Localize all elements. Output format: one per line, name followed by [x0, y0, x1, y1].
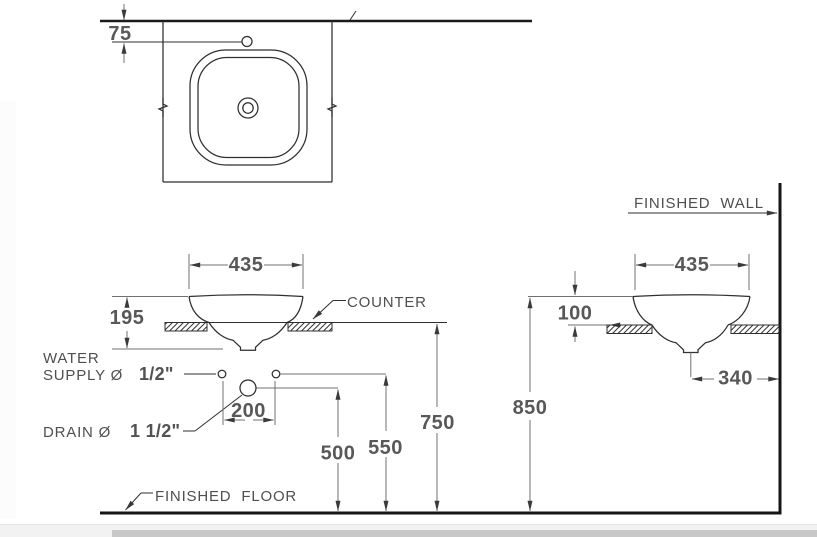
canvas-edge [0, 101, 16, 519]
basin-side [632, 294, 751, 354]
wall-tick-icon [349, 10, 357, 21]
basin-front [188, 294, 304, 351]
finished-floor-label: FINISHED FLOOR [155, 488, 297, 505]
dim-rim-height: 850 [513, 296, 633, 512]
counter-label: COUNTER [347, 294, 427, 311]
dim-750-label: 750 [420, 412, 455, 434]
drain-size-label: 1 1/2" [130, 421, 180, 441]
counter-section-hatch [730, 324, 780, 334]
water-supply-label-line2: SUPPLY Ø [43, 367, 123, 384]
finished-floor-callout: FINISHED FLOOR [125, 488, 297, 511]
dim-faucet-offset: 75 [108, 4, 242, 63]
faucet-hole-icon [241, 35, 253, 48]
drain-label-text: DRAIN Ø [43, 424, 111, 441]
water-supply-label-line1: WATER [43, 350, 100, 367]
drain-point-icon [239, 379, 257, 397]
dim-435-side-label: 435 [675, 254, 710, 276]
horizontal-scrollbar[interactable] [0, 524, 817, 537]
drain-hole-icon [237, 97, 259, 119]
counter-outline-plan [157, 21, 338, 183]
front-view: 435 COUNTER 195 [43, 254, 455, 512]
counter-callout: COUNTER [312, 294, 427, 320]
rough-in-points [183, 369, 386, 432]
floor: FINISHED FLOOR [100, 488, 782, 515]
counter-section-hatch [606, 324, 653, 334]
basin-plan [189, 49, 308, 166]
dim-340-label: 340 [718, 368, 753, 390]
counter-section-hatch [164, 322, 208, 332]
break-mark-icon [157, 98, 169, 117]
dim-supply-spacing: 200 [222, 381, 276, 425]
side-view: FINISHED WALL 435 [513, 183, 782, 515]
dim-195-label: 195 [110, 307, 145, 329]
water-supply-point-icon [271, 369, 281, 379]
finished-wall-callout: FINISHED WALL [628, 195, 778, 216]
dim-rim-above-counter: 100 [558, 271, 593, 342]
dim-75-label: 75 [108, 23, 131, 45]
dim-100-label: 100 [558, 303, 593, 325]
dim-side-width: 435 [634, 254, 750, 290]
dim-435-front-label: 435 [229, 254, 264, 276]
scrollbar-thumb[interactable] [112, 530, 817, 537]
dim-500-label: 500 [321, 443, 356, 465]
dim-counter-height: 750 [420, 323, 455, 512]
drain-label: DRAIN Ø 1 1/2" [43, 421, 180, 441]
water-supply-label: WATER SUPPLY Ø 1/2" [43, 350, 174, 384]
dim-supply-height: 550 [368, 375, 403, 512]
break-mark-icon [326, 98, 338, 117]
dim-drain-height: 500 [321, 389, 356, 512]
drain-hole-icon [242, 102, 254, 114]
finished-wall-label: FINISHED WALL [634, 195, 764, 212]
counter-section-hatch [287, 322, 333, 332]
dim-drain-to-wall: 340 [690, 352, 779, 390]
water-supply-point-icon [217, 369, 227, 379]
top-view: 75 [100, 4, 532, 183]
dim-850-label: 850 [513, 397, 548, 419]
dim-550-label: 550 [368, 437, 403, 459]
water-supply-size-label: 1/2" [139, 364, 174, 384]
dim-200-label: 200 [231, 400, 266, 422]
dim-front-width: 435 [188, 254, 304, 289]
dim-front-height: 195 [110, 296, 223, 350]
